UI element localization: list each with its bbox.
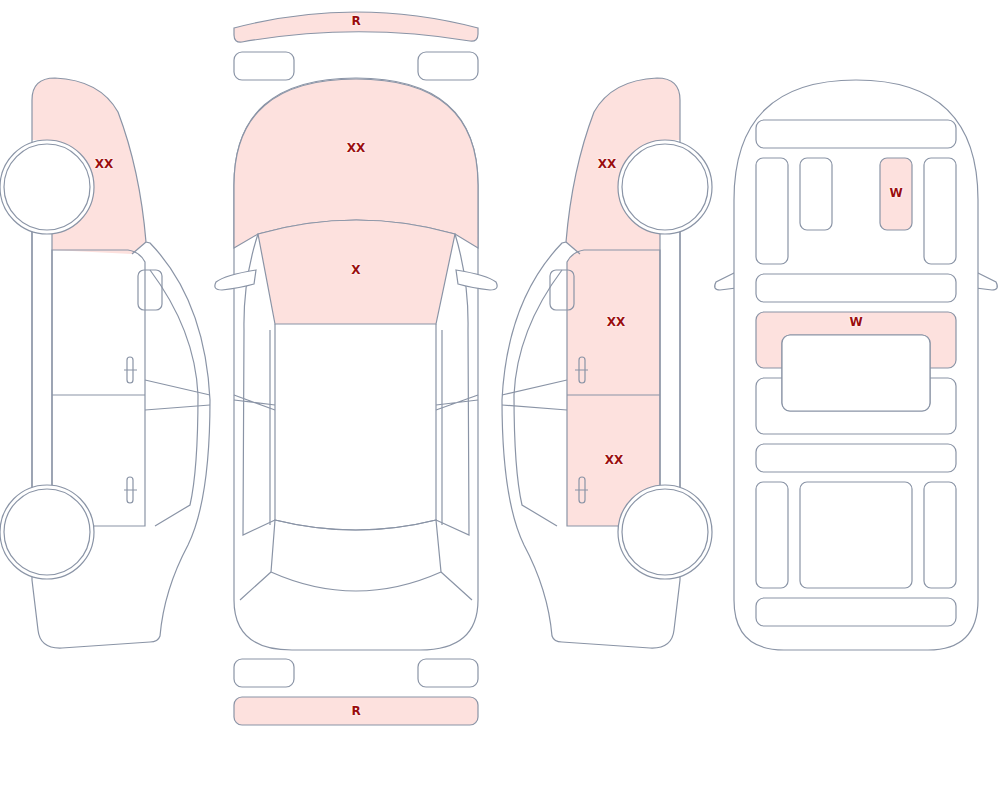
damage-zone: X — [348, 262, 363, 278]
damage-zone: XX — [595, 156, 620, 172]
damage-code: R — [351, 704, 360, 718]
damage-code: X — [351, 263, 360, 277]
damage-code: XX — [347, 141, 366, 155]
damage-zone: R — [348, 703, 363, 719]
damage-code: XX — [95, 157, 114, 171]
damage-zone: W — [846, 314, 865, 330]
damage-code: XX — [598, 157, 617, 171]
damage-zone: XX — [344, 140, 369, 156]
damage-code: XX — [607, 315, 626, 329]
damage-code: W — [849, 315, 862, 329]
damage-code: W — [889, 186, 902, 200]
damage-zone: XX — [604, 314, 629, 330]
damage-zone: XX — [602, 452, 627, 468]
damage-zone: XX — [92, 156, 117, 172]
damage-code: XX — [605, 453, 624, 467]
damage-zone: W — [886, 185, 905, 201]
damage-zone: R — [348, 13, 363, 29]
damage-code: R — [351, 14, 360, 28]
